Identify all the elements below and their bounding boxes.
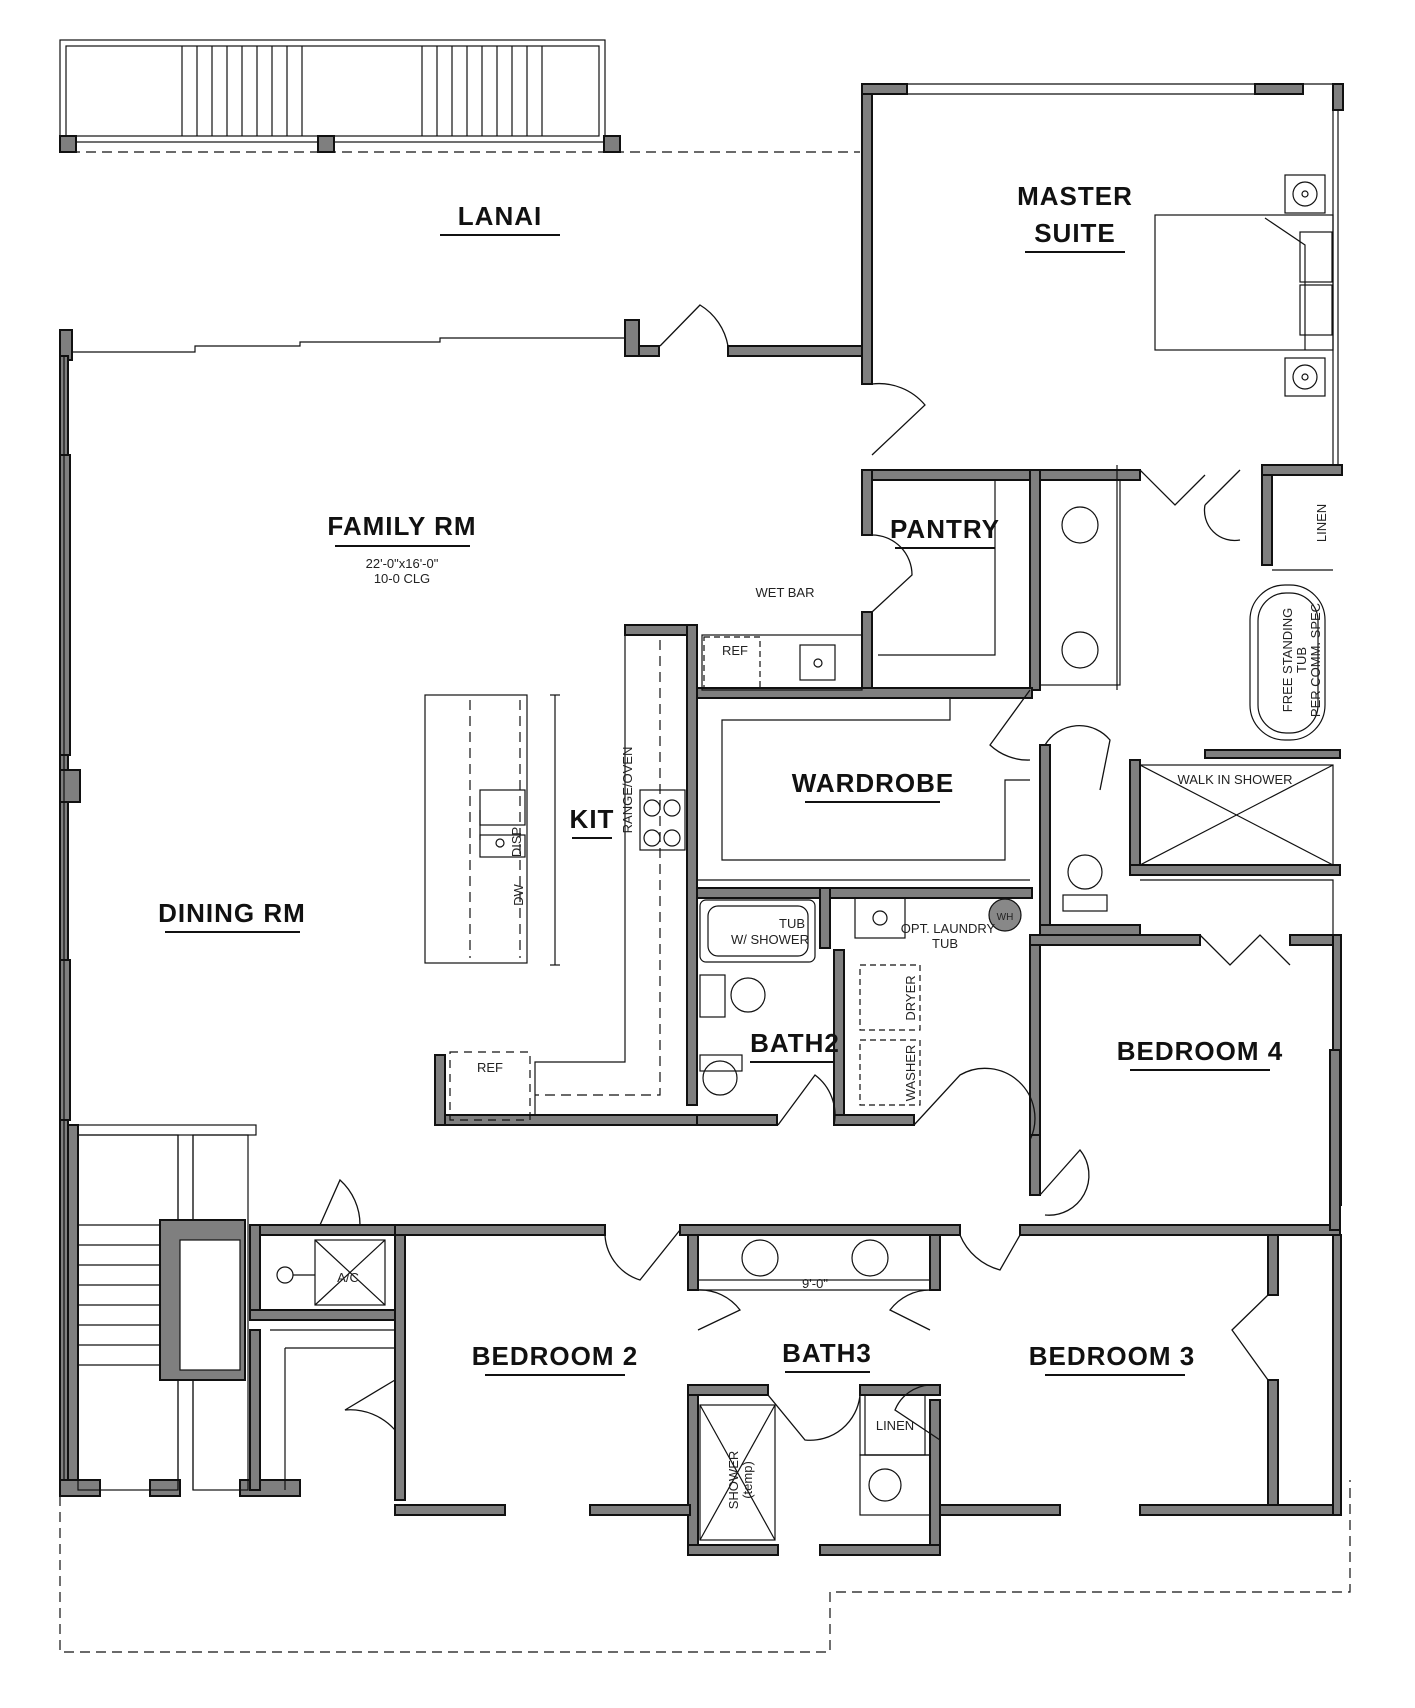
- dw-label: DW: [511, 883, 526, 905]
- tub-shower-label-line2: W/ SHOWER: [731, 932, 809, 947]
- lanai-stairs: [59, 39, 621, 153]
- family-rm-dims: 22'-0"x16'-0": [366, 556, 439, 571]
- kitchen-counter: [449, 625, 686, 1121]
- bath3-linen-label: LINEN: [876, 1418, 914, 1433]
- tub-label-line1: FREE STANDING: [1280, 608, 1295, 713]
- laundry-tub-label-line1: OPT. LAUNDRY: [901, 921, 996, 936]
- walk-in-shower-label: WALK IN SHOWER: [1177, 772, 1292, 787]
- master-bed: [1154, 174, 1334, 397]
- wet-bar: [701, 634, 863, 691]
- water-heater-label: WH: [997, 912, 1014, 923]
- kit-label: KIT: [570, 804, 615, 834]
- tub-label-line2: TUB: [1294, 647, 1309, 673]
- family-rm-label: FAMILY RM: [327, 511, 476, 541]
- ac-label: A/C: [337, 1270, 359, 1285]
- dining-rm-label: DINING RM: [158, 898, 306, 928]
- ac-closet: [259, 1234, 396, 1311]
- bedroom3-label: BEDROOM 3: [1029, 1341, 1195, 1371]
- walk-in-shower: [1139, 764, 1334, 866]
- laundry-tub-label-line2: TUB: [932, 936, 958, 951]
- washer-label: WASHER: [903, 1045, 918, 1102]
- bath3-fixtures: [697, 1234, 931, 1541]
- stair-core: [179, 1239, 241, 1371]
- wet-bar-label: WET BAR: [756, 585, 815, 600]
- master-linen-label: LINEN: [1314, 504, 1329, 542]
- bedroom2-label: BEDROOM 2: [472, 1341, 638, 1371]
- bath3-label: BATH3: [782, 1338, 872, 1368]
- shower-label-line2: (temp): [740, 1461, 755, 1499]
- front-porch-outline: [59, 1480, 1351, 1653]
- walls: [59, 83, 1344, 1556]
- family-rm-ceiling: 10-0 CLG: [374, 571, 430, 586]
- master-vanity: [1039, 465, 1121, 690]
- master-suite-label-line2: SUITE: [1034, 218, 1116, 248]
- doors: [319, 304, 1291, 1441]
- kitchen-ref-label: REF: [477, 1060, 503, 1075]
- disp-label: DISP: [509, 827, 524, 857]
- pantry-label: PANTRY: [890, 514, 1000, 544]
- bedroom4-label: BEDROOM 4: [1117, 1036, 1283, 1066]
- freestanding-tub: [1249, 584, 1326, 741]
- tub-shower-label-line1: TUB: [779, 916, 805, 931]
- range-oven-label: RANGE/OVEN: [620, 747, 635, 834]
- bath3-dimension: 9'-0": [802, 1276, 828, 1291]
- wardrobe-label: WARDROBE: [792, 768, 955, 798]
- lanai-label: LANAI: [458, 201, 542, 231]
- master-toilet: [1062, 854, 1108, 912]
- shower-label-line1: SHOWER: [726, 1451, 741, 1510]
- laundry-fixtures: [854, 897, 1022, 1106]
- tub-label-line3: PER COMM. SPEC: [1308, 603, 1323, 717]
- wet-bar-ref-label: REF: [722, 643, 748, 658]
- bath2-fixtures: [699, 899, 816, 1096]
- kitchen-island: [424, 694, 528, 964]
- dryer-label: DRYER: [903, 975, 918, 1020]
- bath2-label: BATH2: [750, 1028, 840, 1058]
- master-suite-label-line1: MASTER: [1017, 181, 1133, 211]
